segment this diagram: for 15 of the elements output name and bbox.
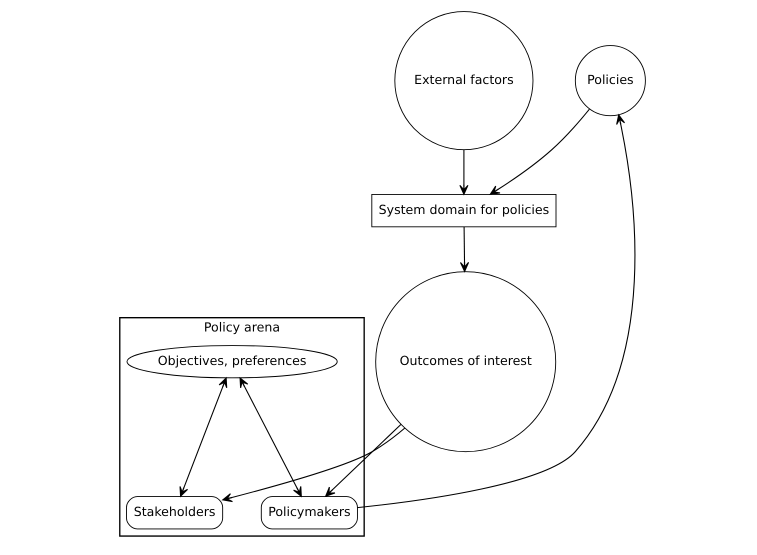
node-box: System domain for policies bbox=[370, 194, 556, 228]
arrow bbox=[459, 226, 469, 272]
arrow bbox=[489, 108, 590, 195]
arrow bbox=[324, 424, 401, 497]
node-circle: Policies bbox=[574, 45, 646, 116]
node-box: Policymakers bbox=[260, 496, 358, 530]
node-box: Stakeholders bbox=[126, 496, 223, 530]
arrow bbox=[458, 150, 468, 195]
arrow bbox=[179, 377, 227, 497]
arrow bbox=[356, 114, 635, 508]
arrow bbox=[222, 428, 405, 502]
arrow bbox=[239, 377, 302, 497]
node-circle: External factors bbox=[394, 11, 533, 150]
node-ellipse: Objectives, preferences bbox=[126, 345, 338, 378]
node-circle: Outcomes of interest bbox=[374, 271, 556, 452]
